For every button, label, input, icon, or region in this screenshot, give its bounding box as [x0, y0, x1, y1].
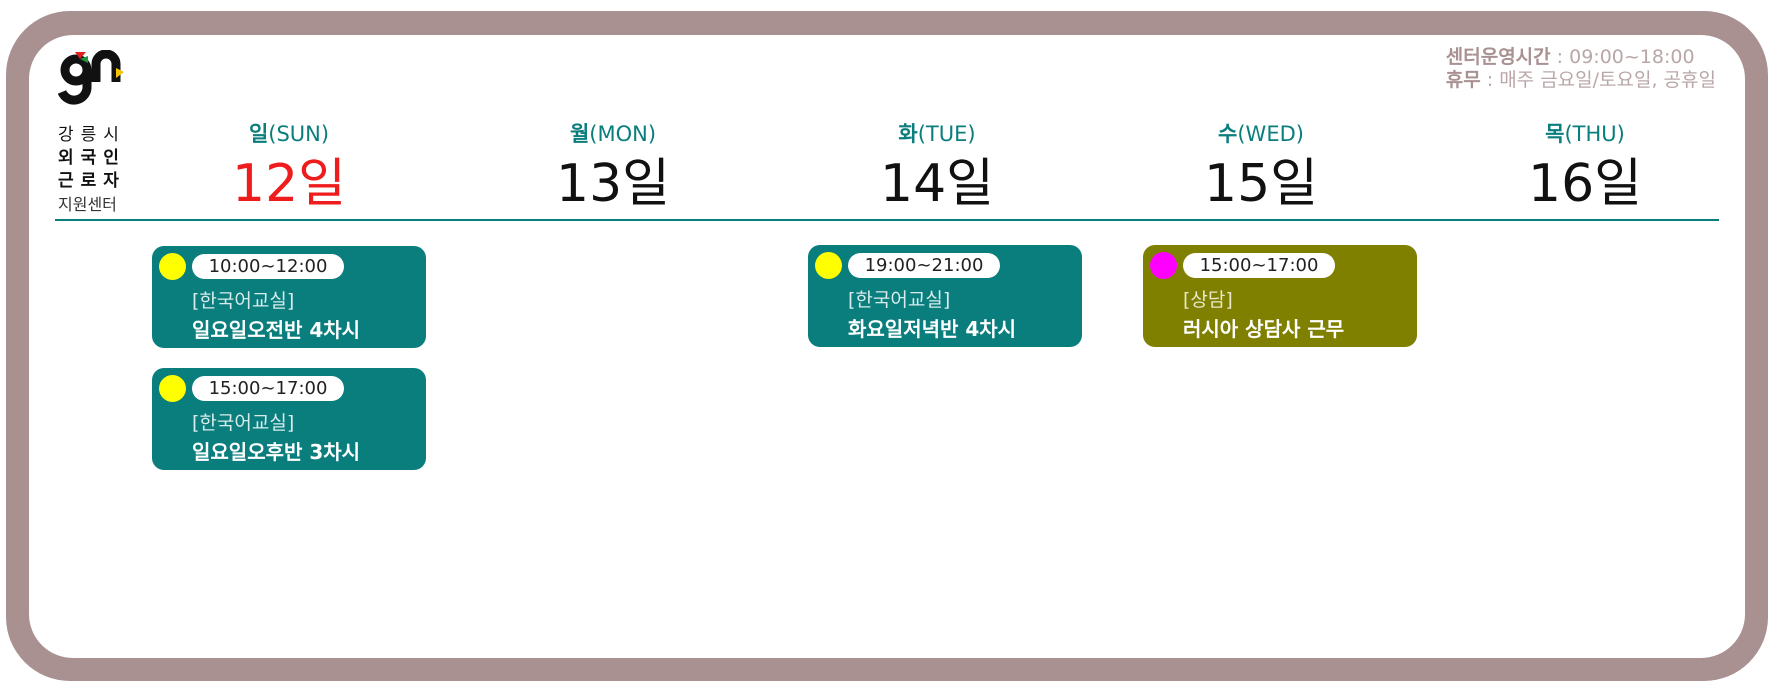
day-label: 월(MON)	[569, 122, 657, 146]
hours-label: 센터운영시간	[1445, 46, 1551, 68]
logo-line-city: 강릉시	[58, 125, 126, 145]
day-label: 화(TUE)	[898, 122, 976, 146]
event-dot	[159, 375, 186, 402]
day-header-sun: 일(SUN) 12일	[169, 120, 409, 216]
day-header-mon: 월(MON) 13일	[493, 120, 733, 216]
event-card[interactable]: 15:00~17:00 [상담] 러시아 상담사 근무	[1143, 245, 1417, 347]
event-category: [한국어교실]	[192, 290, 295, 312]
center-logo: 강릉시 외국인 근로자 지원센터	[58, 50, 128, 216]
day-header-wed: 수(WED) 15일	[1141, 120, 1381, 216]
event-title: 일요일오전반 4차시	[192, 318, 361, 342]
event-time: 15:00~17:00	[1183, 253, 1335, 278]
day-header-tue: 화(TUE) 14일	[817, 120, 1057, 216]
gn-logo-icon	[58, 50, 124, 105]
logo-line-center: 지원센터	[58, 195, 117, 214]
day-label: 일(SUN)	[248, 122, 330, 146]
event-category: [상담]	[1183, 289, 1233, 311]
event-time: 15:00~17:00	[192, 376, 344, 401]
event-title: 화요일저녁반 4차시	[848, 317, 1017, 341]
hours-value: : 09:00~18:00	[1550, 46, 1695, 68]
day-date: 15일	[1203, 154, 1318, 214]
day-date: 14일	[879, 154, 994, 214]
day-label: 수(WED)	[1218, 122, 1304, 146]
event-dot	[1150, 252, 1177, 279]
event-time: 10:00~12:00	[192, 254, 344, 279]
day-date: 12일	[231, 154, 346, 214]
event-time: 19:00~21:00	[848, 253, 1000, 278]
event-category: [한국어교실]	[848, 289, 951, 311]
event-card[interactable]: 15:00~17:00 [한국어교실] 일요일오후반 3차시	[152, 368, 426, 470]
day-header-thu: 목(THU) 16일	[1465, 120, 1705, 216]
event-title: 러시아 상담사 근무	[1183, 317, 1345, 341]
event-dot	[159, 253, 186, 280]
day-date: 16일	[1527, 154, 1642, 214]
day-date: 13일	[555, 154, 670, 214]
logo-line-foreign: 외국인	[58, 148, 126, 168]
event-card[interactable]: 10:00~12:00 [한국어교실] 일요일오전반 4차시	[152, 246, 426, 348]
closed-value: : 매주 금요일/토요일, 공휴일	[1480, 69, 1716, 91]
closed-days: 휴무 : 매주 금요일/토요일, 공휴일	[1446, 69, 1716, 92]
header-divider	[55, 219, 1719, 221]
day-label: 목(THU)	[1545, 122, 1625, 146]
operating-hours: 센터운영시간 : 09:00~18:00	[1446, 46, 1716, 69]
logo-line-worker: 근로자	[58, 171, 126, 191]
event-dot	[815, 252, 842, 279]
closed-label: 휴무	[1445, 69, 1481, 91]
operating-info: 센터운영시간 : 09:00~18:00 휴무 : 매주 금요일/토요일, 공휴…	[1446, 46, 1716, 92]
event-card[interactable]: 19:00~21:00 [한국어교실] 화요일저녁반 4차시	[808, 245, 1082, 347]
event-category: [한국어교실]	[192, 412, 295, 434]
event-title: 일요일오후반 3차시	[192, 440, 361, 464]
